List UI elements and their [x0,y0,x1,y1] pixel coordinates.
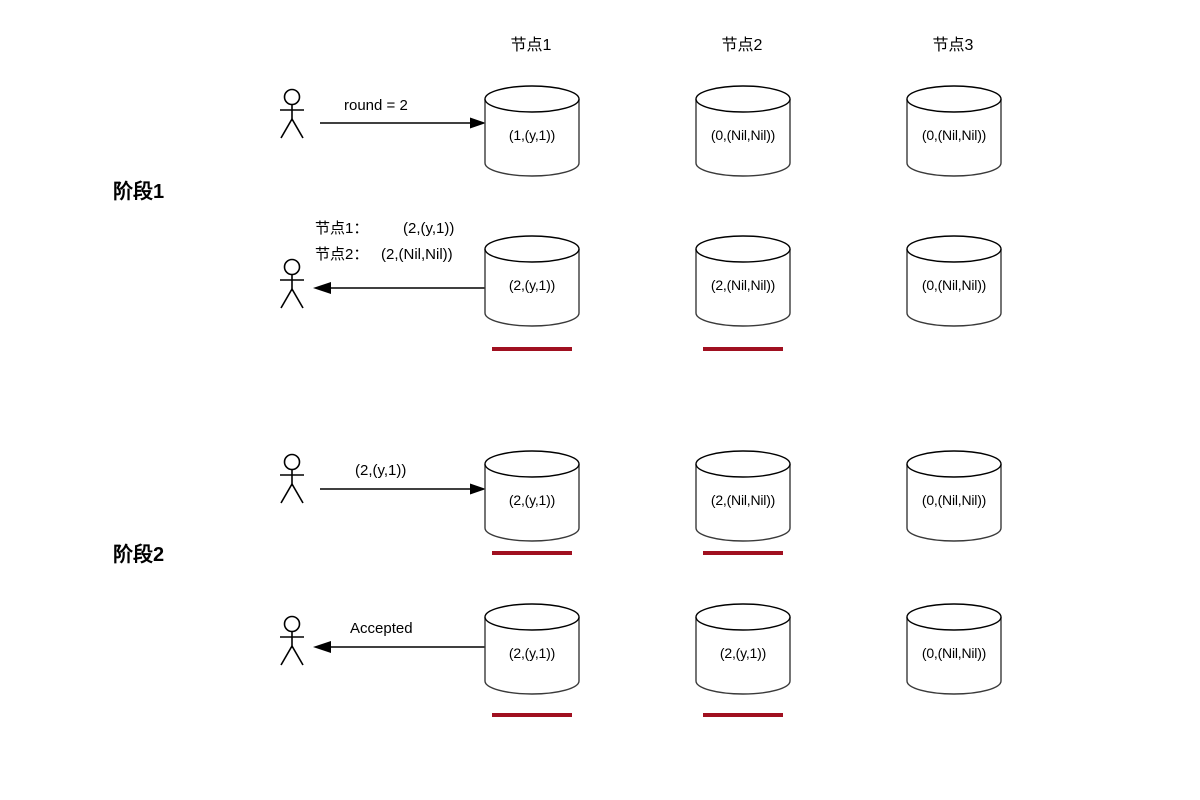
arrow-label-phase1-row2: 节点1： (2,(y,1)) 节点2： (2,(Nil,Nil)) [315,216,454,268]
cylinder-node1-phase2-row2: (2,(y,1)) [484,603,580,695]
cylinder-value: (2,(y,1)) [719,645,767,661]
cylinder-node1-phase2-row1: (2,(y,1)) [484,450,580,542]
cylinder-value: (2,(y,1)) [508,277,556,293]
cylinder-value: (0,(Nil,Nil)) [921,492,987,508]
cylinder-value: (0,(Nil,Nil)) [921,277,987,293]
cylinder-value: (1,(y,1)) [508,127,556,143]
arrow-left-phase1-row2 [313,279,485,297]
column-header-node2: 节点2 [721,37,763,54]
status-underline-node2-phase2-row2 [703,713,783,717]
arrow-label-line1-value: (2,(y,1)) [403,220,455,237]
cylinder-value: (2,(y,1)) [508,492,556,508]
arrow-label-line-2: 节点2： (2,(Nil,Nil)) [315,242,454,268]
actor-stick-figure [275,258,309,310]
cylinder-value: (2,(y,1)) [508,645,556,661]
cylinder-node2-phase1-row1: (0,(Nil,Nil)) [695,85,791,177]
column-header-node1: 节点1 [510,37,552,54]
arrow-right-phase1-row1 [320,114,486,132]
cylinder-node3-phase2-row2: (0,(Nil,Nil)) [906,603,1002,695]
arrow-label-line2-key: 节点2： [315,246,369,263]
cylinder-node2-phase1-row2: (2,(Nil,Nil)) [695,235,791,327]
arrow-label-line1-key: 节点1： [315,220,369,237]
arrow-label-phase2-row2: Accepted [350,620,413,637]
cylinder-value: (2,(Nil,Nil)) [710,277,776,293]
cylinder-value: (2,(Nil,Nil)) [710,492,776,508]
phase-label-2: 阶段2 [113,544,165,566]
arrow-label-phase1-row1: round = 2 [344,97,408,114]
status-underline-node1-phase1-row2 [492,347,572,351]
actor-stick-figure [275,615,309,667]
cylinder-value: (0,(Nil,Nil)) [921,645,987,661]
status-underline-node1-phase2-row2 [492,713,572,717]
cylinder-node2-phase2-row2: (2,(y,1)) [695,603,791,695]
arrow-left-phase2-row2 [313,638,485,656]
cylinder-value: (0,(Nil,Nil)) [710,127,776,143]
cylinder-node1-phase1-row1: (1,(y,1)) [484,85,580,177]
status-underline-node2-phase2-row1 [703,551,783,555]
actor-stick-figure [275,88,309,140]
arrow-label-line-1: 节点1： (2,(y,1)) [315,216,454,242]
phase-label-1: 阶段1 [113,181,165,203]
cylinder-node3-phase1-row1: (0,(Nil,Nil)) [906,85,1002,177]
actor-stick-figure [275,453,309,505]
status-underline-node2-phase1-row2 [703,347,783,351]
cylinder-node3-phase2-row1: (0,(Nil,Nil)) [906,450,1002,542]
arrow-right-phase2-row1 [320,480,486,498]
arrow-label-line2-value: (2,(Nil,Nil)) [381,246,453,263]
cylinder-node1-phase1-row2: (2,(y,1)) [484,235,580,327]
column-header-node3: 节点3 [932,37,974,54]
status-underline-node1-phase2-row1 [492,551,572,555]
cylinder-node3-phase1-row2: (0,(Nil,Nil)) [906,235,1002,327]
arrow-label-phase2-row1: (2,(y,1)) [355,462,407,479]
cylinder-node2-phase2-row1: (2,(Nil,Nil)) [695,450,791,542]
cylinder-value: (0,(Nil,Nil)) [921,127,987,143]
